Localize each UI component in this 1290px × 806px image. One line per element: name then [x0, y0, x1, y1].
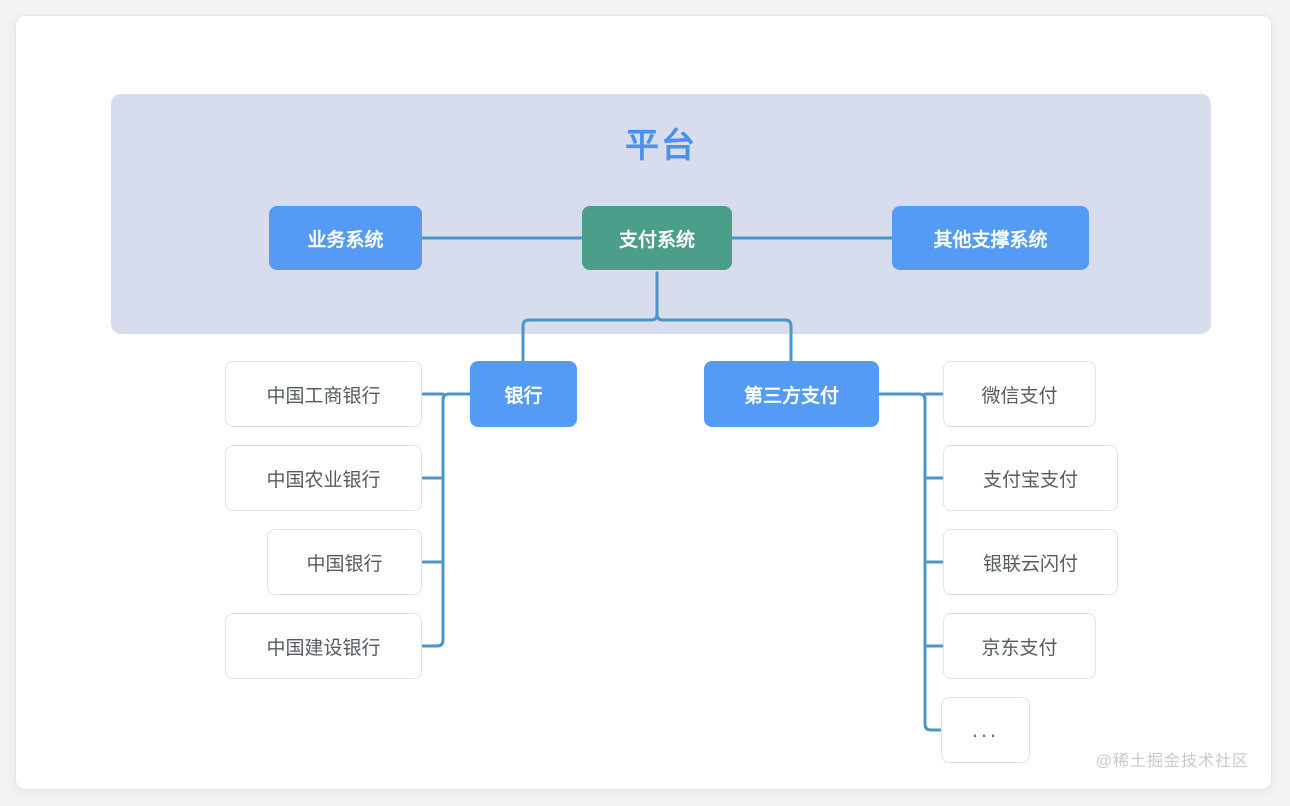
platform-title: 平台 — [625, 127, 697, 165]
node-other-support-system[interactable]: 其他支撑系统 — [892, 206, 1089, 270]
node-tp-child-jd-pay[interactable]: 京东支付 — [943, 613, 1096, 679]
wire-thirdparty-spine — [876, 392, 943, 732]
node-tp-child-unionpay-quickpass[interactable]: 银联云闪付 — [943, 529, 1118, 595]
node-bank-child-ccb[interactable]: 中国建设银行 — [225, 613, 422, 679]
node-tp-child-more[interactable]: ... — [941, 697, 1030, 763]
diagram-card: 平台 业务系统 支付系统 其他支撑系统 银行 第三方支付 中国工商银行 中国农业… — [15, 15, 1272, 790]
node-third-party-payment[interactable]: 第三方支付 — [704, 361, 879, 427]
node-payment-system[interactable]: 支付系统 — [582, 206, 732, 270]
node-tp-child-alipay[interactable]: 支付宝支付 — [943, 445, 1118, 511]
wire-bank-spine — [421, 392, 472, 648]
node-bank-child-icbc[interactable]: 中国工商银行 — [225, 361, 422, 427]
node-tp-child-wechat-pay[interactable]: 微信支付 — [943, 361, 1096, 427]
node-bank-child-abc[interactable]: 中国农业银行 — [225, 445, 422, 511]
watermark: @稀土掘金技术社区 — [1095, 753, 1249, 770]
node-business-system[interactable]: 业务系统 — [269, 206, 422, 270]
node-bank[interactable]: 银行 — [470, 361, 577, 427]
node-bank-child-boc[interactable]: 中国银行 — [267, 529, 422, 595]
